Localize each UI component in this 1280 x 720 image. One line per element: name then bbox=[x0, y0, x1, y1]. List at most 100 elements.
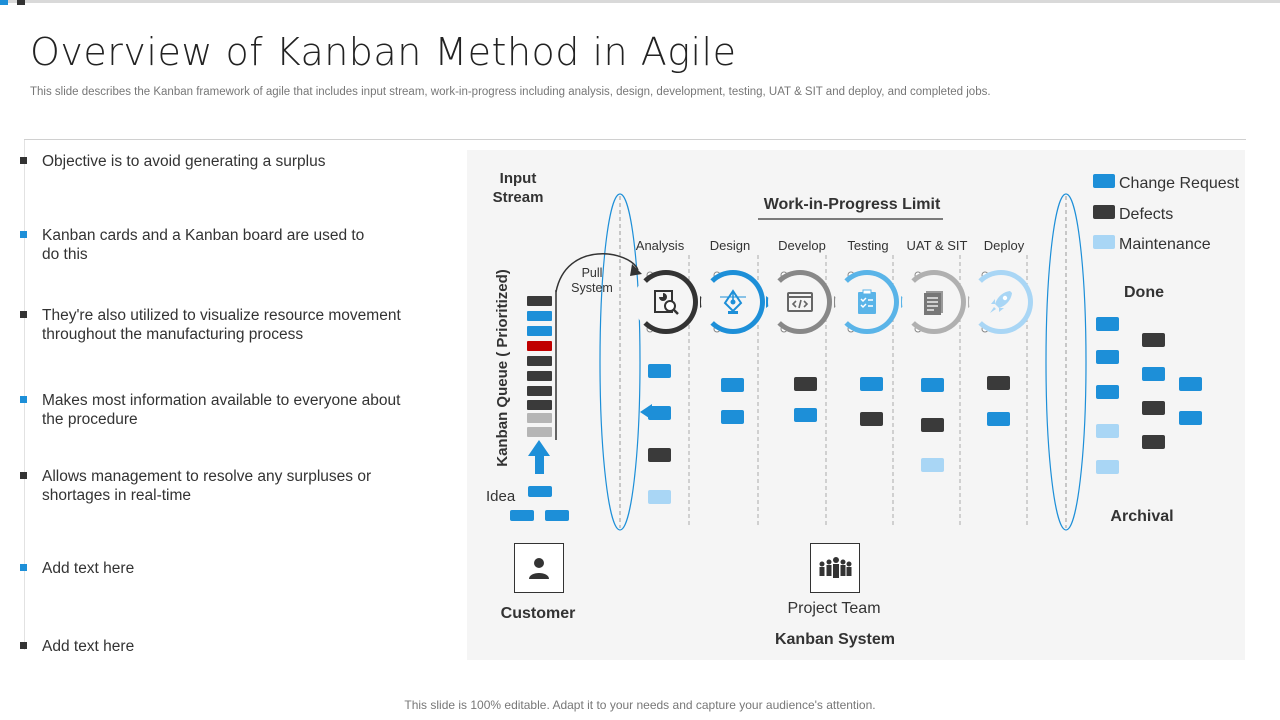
idea-card bbox=[528, 486, 552, 497]
wip-limit-label: Work-in-Progress Limit bbox=[763, 196, 941, 213]
queue-card-change bbox=[527, 326, 552, 336]
project-team-label: Project Team bbox=[787, 600, 881, 617]
bullet-marker bbox=[20, 311, 27, 318]
queue-card-defect bbox=[527, 386, 552, 396]
wip-card-change bbox=[648, 364, 671, 378]
queue-card-urgent bbox=[527, 341, 552, 351]
user-icon bbox=[529, 558, 549, 579]
bullet-marker bbox=[20, 472, 27, 479]
done-card-defect bbox=[1142, 401, 1165, 415]
queue-card-defect bbox=[527, 400, 552, 410]
bullet-text: Kanban cards and a Kanban board are used… bbox=[42, 227, 365, 263]
stage-label-analysis: Analysis bbox=[635, 238, 685, 253]
queue-card-defect bbox=[527, 356, 552, 366]
legend-swatch-change-request bbox=[1093, 174, 1115, 188]
analysis-icon bbox=[654, 290, 679, 315]
done-card-defect bbox=[1142, 333, 1165, 347]
customer-label: Customer bbox=[500, 605, 576, 622]
pull-arrowhead bbox=[630, 264, 642, 276]
slide-footer: This slide is 100% editable. Adapt it to… bbox=[404, 698, 876, 712]
wip-card-defect bbox=[860, 412, 883, 426]
done-card-maintenance bbox=[1096, 424, 1119, 438]
document-icon bbox=[924, 291, 943, 315]
stage-ring-uat-sit bbox=[902, 270, 966, 334]
input-stream-label: Input Stream bbox=[492, 170, 544, 206]
pull-system-label: Pull System bbox=[571, 266, 613, 295]
stage-ring-design bbox=[701, 270, 765, 334]
queue-card-inactive bbox=[527, 413, 552, 423]
queue-card-inactive bbox=[527, 427, 552, 437]
idea-card bbox=[545, 510, 569, 521]
done-card-change bbox=[1179, 377, 1202, 391]
done-card-change bbox=[1096, 385, 1119, 399]
queue-card-defect bbox=[527, 296, 552, 306]
stage-ring-deploy bbox=[969, 270, 1033, 334]
bullet-text: Add text here bbox=[42, 638, 135, 655]
wip-card-defect bbox=[921, 418, 944, 432]
kanban-queue-label: Kanban Queue ( Prioritized) bbox=[494, 269, 511, 467]
clipboard-checklist-icon bbox=[858, 289, 876, 314]
archival-label: Archival bbox=[1110, 508, 1174, 525]
stage-ring-testing bbox=[835, 270, 899, 334]
legend-swatch-maintenance bbox=[1093, 235, 1115, 249]
kanban-system-label: Kanban System bbox=[774, 631, 896, 648]
stage-label-deploy: Deploy bbox=[983, 238, 1025, 253]
top-accent-dark bbox=[17, 0, 25, 5]
bullet-rail bbox=[24, 140, 25, 650]
rocket-icon bbox=[990, 291, 1012, 313]
done-card-change bbox=[1142, 367, 1165, 381]
queue-arrow-head bbox=[528, 440, 550, 456]
queue-arrow-shaft bbox=[535, 454, 544, 474]
stage-label-testing: Testing bbox=[847, 238, 889, 253]
done-boundary-ellipse bbox=[1045, 193, 1087, 531]
done-label: Done bbox=[1124, 284, 1164, 301]
wip-card-defect bbox=[987, 376, 1010, 390]
wip-card-defect bbox=[794, 377, 817, 391]
done-card-change bbox=[1179, 411, 1202, 425]
top-border bbox=[0, 0, 1280, 3]
stage-ring-analysis bbox=[634, 270, 698, 334]
wip-card-maintenance bbox=[921, 458, 944, 472]
slide-subtitle: This slide describes the Kanban framewor… bbox=[30, 86, 991, 98]
pull-arc bbox=[555, 253, 639, 293]
bullet-text: Makes most information available to ever… bbox=[42, 392, 401, 428]
top-accent-blue bbox=[0, 0, 8, 5]
stage-label-design: Design bbox=[709, 238, 751, 253]
stage-label-uat-sit: UAT & SIT bbox=[906, 238, 968, 253]
wip-card-change bbox=[794, 408, 817, 422]
wip-card-change bbox=[987, 412, 1010, 426]
idea-label: Idea bbox=[486, 488, 516, 505]
bullet-text: Add text here bbox=[42, 560, 135, 577]
wip-card-change bbox=[860, 377, 883, 391]
done-card-change bbox=[1096, 317, 1119, 331]
customer-icon-box bbox=[514, 543, 564, 593]
queue-card-defect bbox=[527, 371, 552, 381]
legend-label-maintenance: Maintenance bbox=[1119, 236, 1211, 253]
bullet-marker bbox=[20, 396, 27, 403]
done-card-maintenance bbox=[1096, 460, 1119, 474]
bullet-marker bbox=[20, 564, 27, 571]
stage-label-develop: Develop bbox=[778, 238, 826, 253]
idea-card bbox=[510, 510, 534, 521]
divider bbox=[24, 139, 1246, 140]
code-window-icon bbox=[787, 292, 813, 312]
wip-card-change bbox=[648, 406, 671, 420]
done-card-change bbox=[1096, 350, 1119, 364]
bullet-text: They're also utilized to visualize resou… bbox=[42, 307, 401, 343]
wip-card-change bbox=[721, 410, 744, 424]
legend-label-defects: Defects bbox=[1119, 206, 1174, 223]
wip-card-maintenance bbox=[648, 490, 671, 504]
slide-title: Overview of Kanban Method in Agile bbox=[30, 30, 737, 74]
pen-tool-icon bbox=[720, 289, 746, 314]
bullet-text: Allows management to resolve any surplus… bbox=[42, 468, 372, 504]
wip-card-change bbox=[921, 378, 944, 392]
legend-label-change-request: Change Request bbox=[1119, 175, 1240, 192]
team-icon bbox=[819, 557, 852, 578]
done-card-defect bbox=[1142, 435, 1165, 449]
wip-card-defect bbox=[648, 448, 671, 462]
wip-card-change bbox=[721, 378, 744, 392]
project-team-icon-box bbox=[810, 543, 860, 593]
legend-swatch-defects bbox=[1093, 205, 1115, 219]
bullet-marker bbox=[20, 157, 27, 164]
